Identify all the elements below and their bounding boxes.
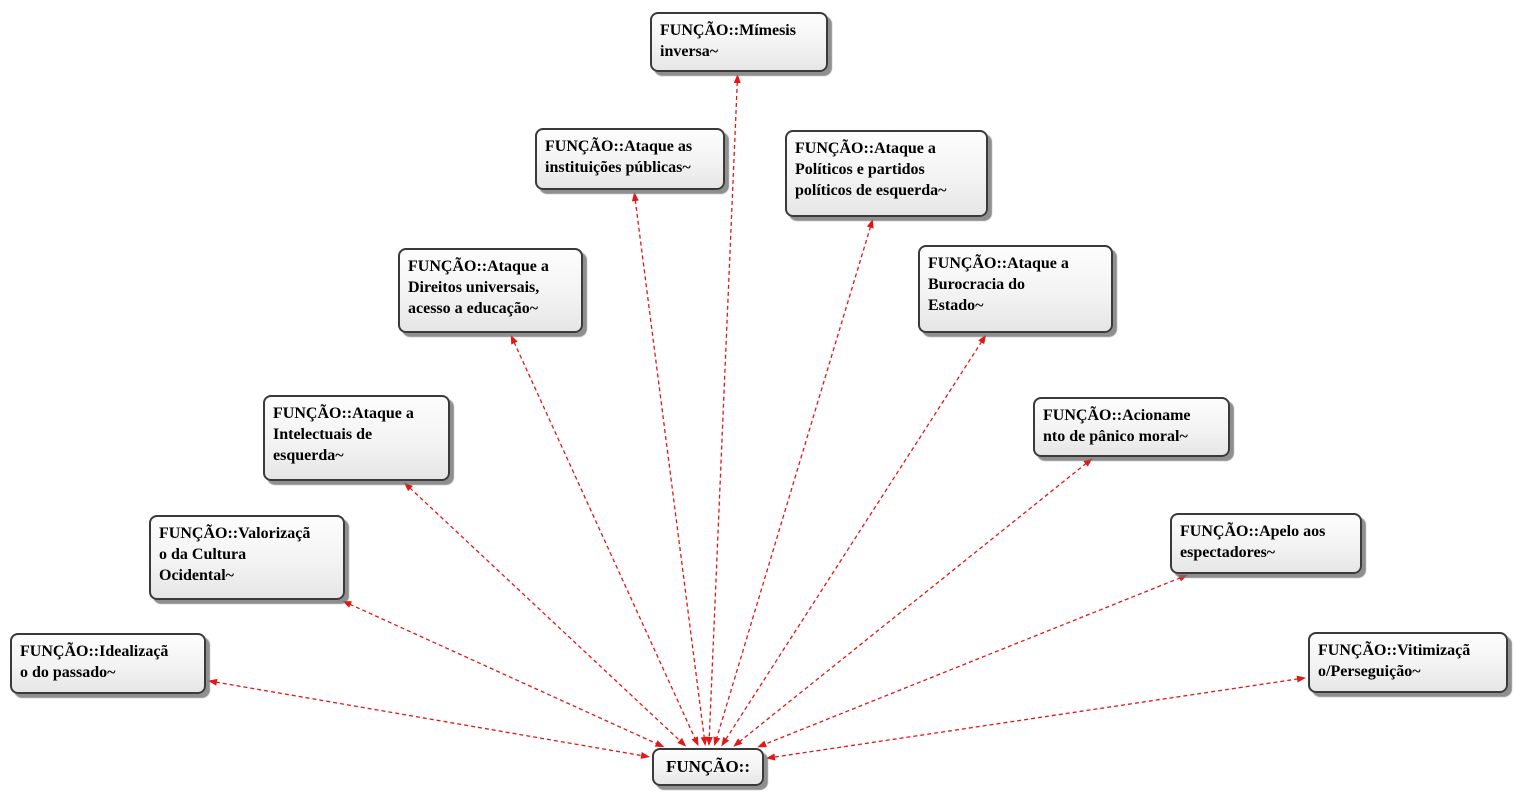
node-label: FUNÇÃO::Ataque as instituições públicas~ — [545, 138, 693, 176]
node-idealizacao-passado[interactable]: FUNÇÃO::Idealizaçã o do passado~ — [10, 633, 206, 694]
node-label: FUNÇÃO::Idealizaçã o do passado~ — [20, 643, 169, 681]
edge-instituicoes-publicas--funcao-root[interactable] — [631, 191, 708, 747]
arrowhead-icon — [866, 218, 874, 229]
edge-intelectuais-esquerda--funcao-root[interactable] — [403, 482, 687, 747]
node-panico-moral[interactable]: FUNÇÃO::Acioname nto de pânico moral~ — [1033, 397, 1230, 457]
node-label: FUNÇÃO::Apelo aos espectadores~ — [1180, 523, 1326, 561]
edge-line — [409, 487, 681, 742]
edge-burocracia-estado--funcao-root[interactable] — [721, 334, 987, 747]
node-label: FUNÇÃO::Valorizaçã o da Cultura Ocidenta… — [159, 525, 311, 584]
arrowhead-icon — [700, 736, 708, 747]
arrowhead-icon — [677, 737, 687, 747]
edge-line — [215, 681, 643, 757]
arrowhead-icon — [978, 334, 987, 345]
node-label: FUNÇÃO::Ataque a Políticos e partidos po… — [795, 140, 947, 199]
node-burocracia-estado[interactable]: FUNÇÃO::Ataque a Burocracia do Estado~ — [918, 245, 1113, 333]
edge-direitos-universais--funcao-root[interactable] — [510, 334, 699, 747]
arrowhead-icon — [1296, 675, 1307, 683]
edge-idealizacao-passado--funcao-root[interactable] — [207, 678, 651, 759]
edge-line — [513, 341, 696, 740]
arrowhead-icon — [403, 482, 413, 492]
arrowhead-icon — [207, 678, 218, 686]
arrowhead-icon — [1178, 574, 1188, 582]
node-instituicoes-publicas[interactable]: FUNÇÃO::Ataque as instituições públicas~ — [535, 128, 725, 190]
node-label: FUNÇÃO:: — [665, 757, 751, 776]
edge-line — [764, 577, 1181, 745]
edge-panico-moral--funcao-root[interactable] — [733, 458, 1093, 747]
arrowhead-icon — [510, 334, 518, 345]
arrowhead-icon — [631, 191, 639, 202]
arrowhead-icon — [342, 600, 352, 608]
node-label: FUNÇÃO::Ataque a Direitos universais, ac… — [408, 258, 549, 317]
node-direitos-universais[interactable]: FUNÇÃO::Ataque a Direitos universais, ac… — [398, 248, 583, 333]
arrowhead-icon — [733, 73, 741, 84]
node-label: FUNÇÃO::Ataque a Burocracia do Estado~ — [928, 255, 1069, 314]
node-label: FUNÇÃO::Mímesis inversa~ — [660, 22, 796, 60]
arrowhead-icon — [721, 736, 730, 747]
edge-line — [715, 226, 872, 739]
node-apelo-espectadores[interactable]: FUNÇÃO::Apelo aos espectadores~ — [1170, 513, 1362, 574]
node-politicos-esquerda[interactable]: FUNÇÃO::Ataque a Políticos e partidos po… — [785, 130, 988, 217]
arrowhead-icon — [1083, 458, 1093, 467]
edge-line — [773, 678, 1299, 758]
arrowhead-icon — [733, 738, 743, 747]
edge-vitimizacao-perseguicao--funcao-root[interactable] — [765, 675, 1307, 761]
arrowhead-icon — [757, 740, 767, 748]
node-label: FUNÇÃO::Vitimizaçã o/Perseguição~ — [1318, 642, 1471, 680]
node-label: FUNÇÃO::Acioname nto de pânico moral~ — [1043, 407, 1191, 445]
node-vitimizacao-perseguicao[interactable]: FUNÇÃO::Vitimizaçã o/Perseguição~ — [1308, 632, 1508, 693]
edge-line — [349, 603, 658, 745]
node-cultura-ocidental[interactable]: FUNÇÃO::Valorizaçã o da Cultura Ocidenta… — [149, 515, 345, 600]
edge-line — [708, 81, 738, 739]
edge-politicos-esquerda--funcao-root[interactable] — [713, 218, 874, 747]
edge-line — [725, 341, 983, 740]
arrowhead-icon — [691, 736, 699, 747]
arrowhead-icon — [654, 740, 665, 748]
node-mimesis-inversa[interactable]: FUNÇÃO::Mímesis inversa~ — [650, 12, 828, 72]
arrowhead-icon — [713, 736, 721, 747]
arrowhead-icon — [640, 752, 651, 759]
edge-mimesis-inversa--funcao-root[interactable] — [705, 73, 741, 747]
edge-apelo-espectadores--funcao-root[interactable] — [757, 574, 1188, 748]
node-intelectuais-esquerda[interactable]: FUNÇÃO::Ataque a Intelectuais de esquerd… — [263, 395, 450, 481]
arrowhead-icon — [765, 753, 776, 761]
node-label: FUNÇÃO::Ataque a Intelectuais de esquerd… — [273, 405, 414, 464]
arrowhead-icon — [705, 736, 713, 747]
node-funcao-root[interactable]: FUNÇÃO:: — [652, 748, 764, 786]
edge-cultura-ocidental--funcao-root[interactable] — [342, 600, 665, 748]
